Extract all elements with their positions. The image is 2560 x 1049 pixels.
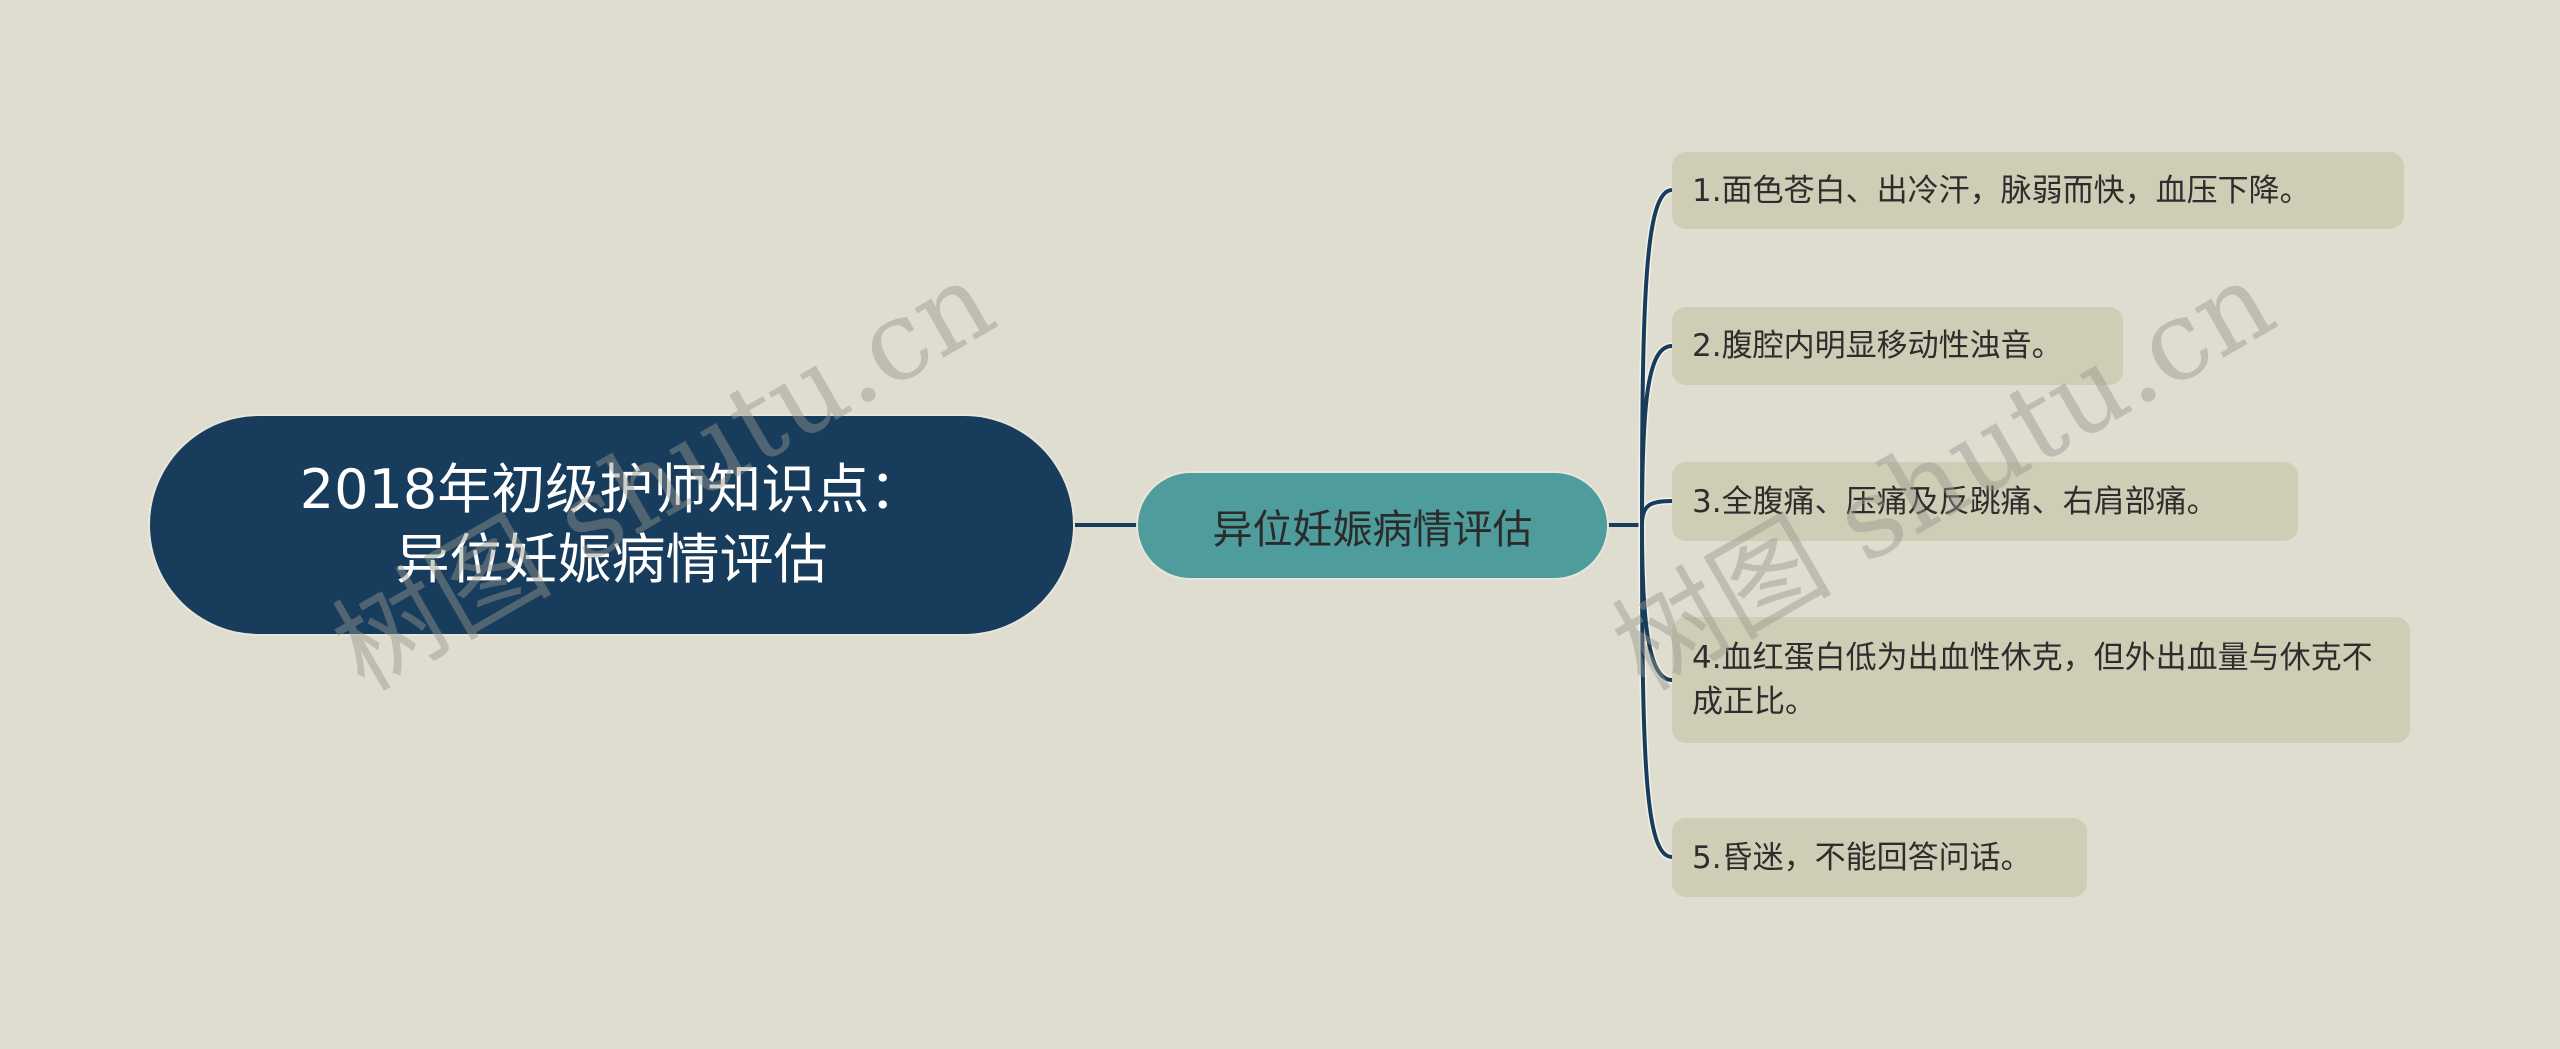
leaf-node-2[interactable]: 2.腹腔内明显移动性浊音。	[1672, 307, 2123, 385]
root-title-line-2: 异位妊娠病情评估	[395, 528, 828, 591]
leaf-node-4[interactable]: 4.血红蛋白低为出血性休克，但外出血量与休克不成正比。	[1672, 617, 2410, 743]
leaf-node-1[interactable]: 1.面色苍白、出冷汗，脉弱而快，血压下降。	[1672, 152, 2404, 229]
root-title-line-1: 2018年初级护师知识点：	[299, 458, 924, 521]
branch-topic-node[interactable]: 异位妊娠病情评估	[1138, 473, 1607, 578]
leaf-text: 2.腹腔内明显移动性浊音。	[1692, 328, 2063, 364]
leaf-text: 5.昏迷，不能回答问话。	[1692, 839, 2032, 876]
leaf-text: 1.面色苍白、出冷汗，脉弱而快，血压下降。	[1692, 172, 2311, 209]
branch-topic-label: 异位妊娠病情评估	[1212, 506, 1533, 553]
leaf-text: 3.全腹痛、压痛及反跳痛、右肩部痛。	[1692, 483, 2218, 520]
root-topic-node[interactable]: 2018年初级护师知识点： 异位妊娠病情评估	[150, 416, 1073, 634]
leaf-node-5[interactable]: 5.昏迷，不能回答问话。	[1672, 818, 2087, 897]
leaf-text: 4.血红蛋白低为出血性休克，但外出血量与休克不成正比。	[1692, 640, 2373, 720]
leaf-node-3[interactable]: 3.全腹痛、压痛及反跳痛、右肩部痛。	[1672, 462, 2298, 541]
